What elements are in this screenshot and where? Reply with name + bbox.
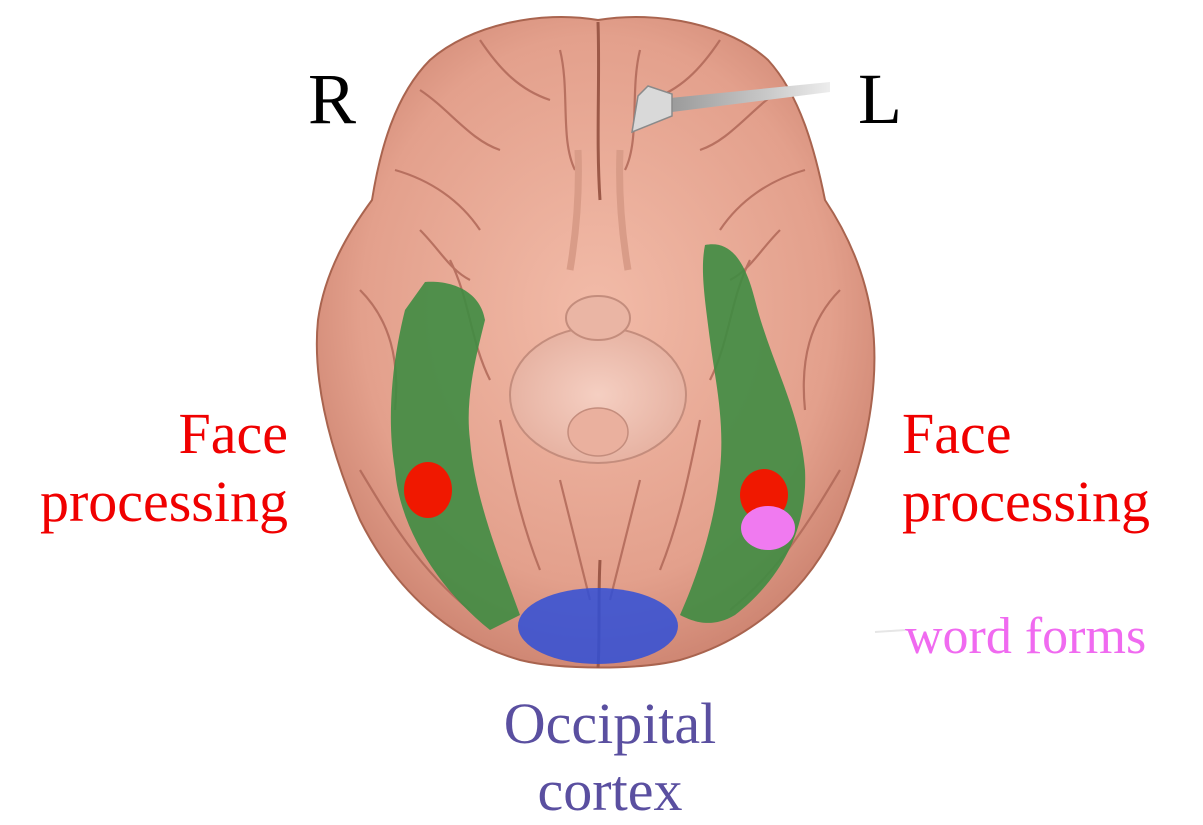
face-processing-right-line2: processing: [40, 468, 288, 536]
occipital-cortex-label: Occipital cortex: [460, 690, 760, 825]
longitudinal-fissure: [598, 22, 600, 200]
hemisphere-label-left: L: [858, 60, 902, 139]
face-area-right: [404, 462, 452, 518]
word-forms-label: word forms: [905, 608, 1146, 665]
face-processing-right-line1: Face: [40, 400, 288, 468]
occipital-line1: Occipital: [460, 690, 760, 757]
occipital-line2: cortex: [460, 757, 760, 824]
hemisphere-label-right: R: [308, 60, 356, 139]
occipital-area: [518, 588, 678, 664]
face-processing-left-line2: processing: [902, 468, 1150, 536]
face-processing-label-right: Face processing: [40, 400, 288, 536]
face-processing-label-left: Face processing: [902, 400, 1150, 536]
face-processing-left-line1: Face: [902, 400, 1150, 468]
word-area: [741, 506, 795, 550]
